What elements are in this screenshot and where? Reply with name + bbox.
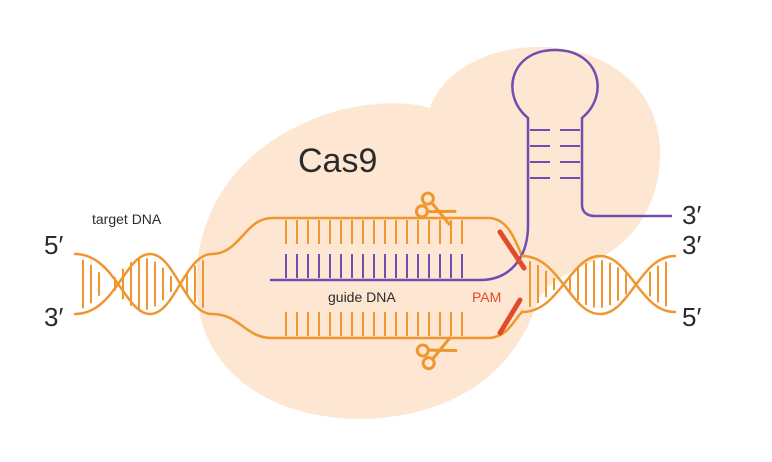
right-helix (520, 254, 677, 316)
right-guide-end-label: 3′ (682, 200, 701, 230)
right-top-end-label: 3′ (682, 230, 701, 260)
pam-mark-bottom (497, 297, 523, 336)
top-open-strand (210, 216, 524, 258)
bottom-open-strand (210, 310, 524, 340)
target-dna-label: target DNA (92, 211, 162, 227)
pam-mark-top (497, 229, 527, 271)
scissors-icon (415, 336, 458, 371)
left-helix (73, 252, 214, 316)
guide-rna-strand (270, 48, 672, 282)
right-helix-strand-b (520, 254, 677, 314)
left-top-end-label: 5′ (44, 230, 63, 260)
scissors-icon (414, 191, 457, 226)
left-helix-strand-b (73, 252, 214, 316)
bottom-strand-rungs (285, 312, 463, 336)
guide-pair-rungs (285, 254, 463, 278)
left-helix-rungs (82, 258, 204, 310)
pam-label: PAM (472, 289, 501, 305)
top-strand-rungs (285, 220, 463, 244)
left-helix-strand-a (73, 252, 214, 316)
hairpin-stem-rungs (530, 129, 580, 179)
right-bottom-end-label: 5′ (682, 302, 701, 332)
right-helix-rungs (529, 260, 667, 308)
guide-dna-label: guide DNA (328, 289, 396, 305)
right-helix-strand-a (520, 254, 677, 316)
cas9-label: Cas9 (298, 142, 377, 180)
left-bottom-end-label: 3′ (44, 302, 63, 332)
